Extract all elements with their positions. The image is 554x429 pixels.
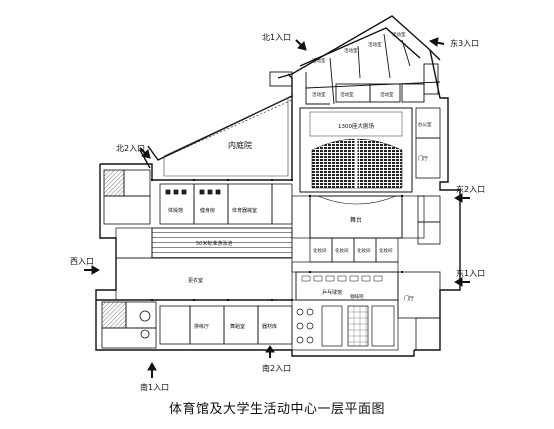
stage: 舞台 <box>291 195 425 239</box>
room-label-top-6: 活动室 <box>380 91 394 98</box>
entrance-west-label: 西入口 <box>70 257 94 266</box>
east-rooms <box>397 107 441 351</box>
north-fan-rooms <box>269 33 441 105</box>
auditorium-label: 1300座大剧场 <box>338 122 374 130</box>
entrance-south1-label: 南1入口 <box>140 382 169 392</box>
room-label-top-7: 活动室 <box>312 91 326 98</box>
pingpong-hall: 乒乓球馆 <box>295 271 399 301</box>
east-lobby-label: 门厅 <box>418 155 428 162</box>
rehearsal-label: 排练厅 <box>194 323 209 330</box>
building-outline <box>95 15 461 357</box>
courtyard: 内庭院 <box>157 97 293 177</box>
pool: 50米标准游泳池 更衣室 <box>115 227 293 301</box>
pool-label: 50米标准游泳池 <box>196 240 232 247</box>
store-label: 器材库 <box>262 323 277 330</box>
entrance-east2-label: 东2入口 <box>456 184 485 194</box>
pingpong-label: 乒乓球馆 <box>322 289 342 296</box>
room-label-top-4: 活动室 <box>312 57 326 64</box>
changing-label: 更衣室 <box>188 277 203 284</box>
fitness-label: 体育器械室 <box>232 207 257 214</box>
entrance-east1-label: 东1入口 <box>456 268 485 278</box>
entrance-north1-label: 北1入口 <box>262 33 291 42</box>
sports-halls <box>159 183 293 225</box>
west-core <box>101 169 157 349</box>
room-label-top-3: 活动室 <box>392 31 406 38</box>
courtyard-label: 内庭院 <box>228 140 252 150</box>
room-label-top-1: 活动室 <box>344 47 358 54</box>
south-lobby-label: 门厅 <box>404 295 414 302</box>
column-grid <box>151 179 403 301</box>
gym-label: 体操馆 <box>168 207 183 214</box>
dressing-label-1: 化妆间 <box>313 247 327 254</box>
entrance-north2-label: 北2入口 <box>116 144 145 153</box>
auditorium: 1300座大剧场 <box>299 107 413 193</box>
entrance-south2-label: 南2入口 <box>262 363 291 373</box>
east-office-label: 办公室 <box>418 121 432 128</box>
south-halls <box>139 305 293 345</box>
dressing-rooms <box>291 237 399 273</box>
plan-caption: 体育馆及大学生活动中心一层平面图 <box>168 402 385 417</box>
entrance-arrows <box>84 37 470 378</box>
bar-area <box>291 299 399 351</box>
bar-label: 咖啡吧 <box>350 293 364 300</box>
dressing-label-3: 化妆间 <box>357 247 371 254</box>
dressing-label-2: 化妆间 <box>335 247 349 254</box>
weight-label: 健身房 <box>200 207 215 214</box>
dance-label: 舞蹈室 <box>230 323 245 330</box>
entrance-east3-label: 东3入口 <box>450 38 479 48</box>
stage-label: 舞台 <box>350 216 362 224</box>
room-label-top-2: 活动室 <box>368 41 382 48</box>
room-label-top-5: 活动室 <box>340 91 354 98</box>
dressing-label-4: 化妆间 <box>379 247 393 254</box>
